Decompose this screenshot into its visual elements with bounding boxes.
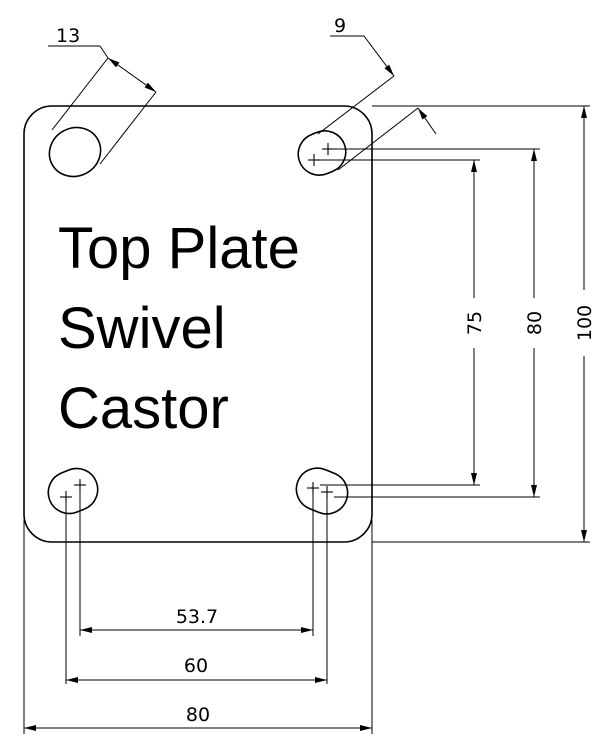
dimension-80-vertical: 80 — [524, 149, 546, 497]
dimension-100: 100 — [574, 106, 596, 542]
title-line-1: Top Plate — [58, 216, 300, 281]
hole-top-left — [48, 126, 102, 178]
dim-label-53-7: 53.7 — [176, 606, 218, 628]
dim-label-13: 13 — [56, 25, 80, 47]
plate-outline — [23, 105, 373, 543]
dim-label-9: 9 — [334, 15, 346, 37]
dimension-60: 60 — [66, 655, 327, 683]
dimension-13: 13 — [48, 25, 157, 165]
dim-label-100: 100 — [574, 305, 596, 341]
dim-label-80-vertical: 80 — [524, 311, 546, 335]
dimension-80-horizontal: 80 — [24, 704, 372, 731]
slot-bottom-left — [47, 467, 99, 515]
title-line-3: Castor — [58, 376, 229, 441]
dimension-75: 75 — [464, 160, 486, 485]
slot-top-right — [297, 130, 347, 176]
dim-label-80-horizontal: 80 — [186, 704, 210, 726]
dimension-53-7: 53.7 — [80, 606, 313, 633]
dimension-9: 9 — [317, 15, 437, 171]
dim-label-75: 75 — [464, 311, 486, 335]
slot-bottom-right — [295, 467, 349, 515]
dim-label-60: 60 — [184, 655, 208, 677]
title-line-2: Swivel — [58, 296, 226, 361]
